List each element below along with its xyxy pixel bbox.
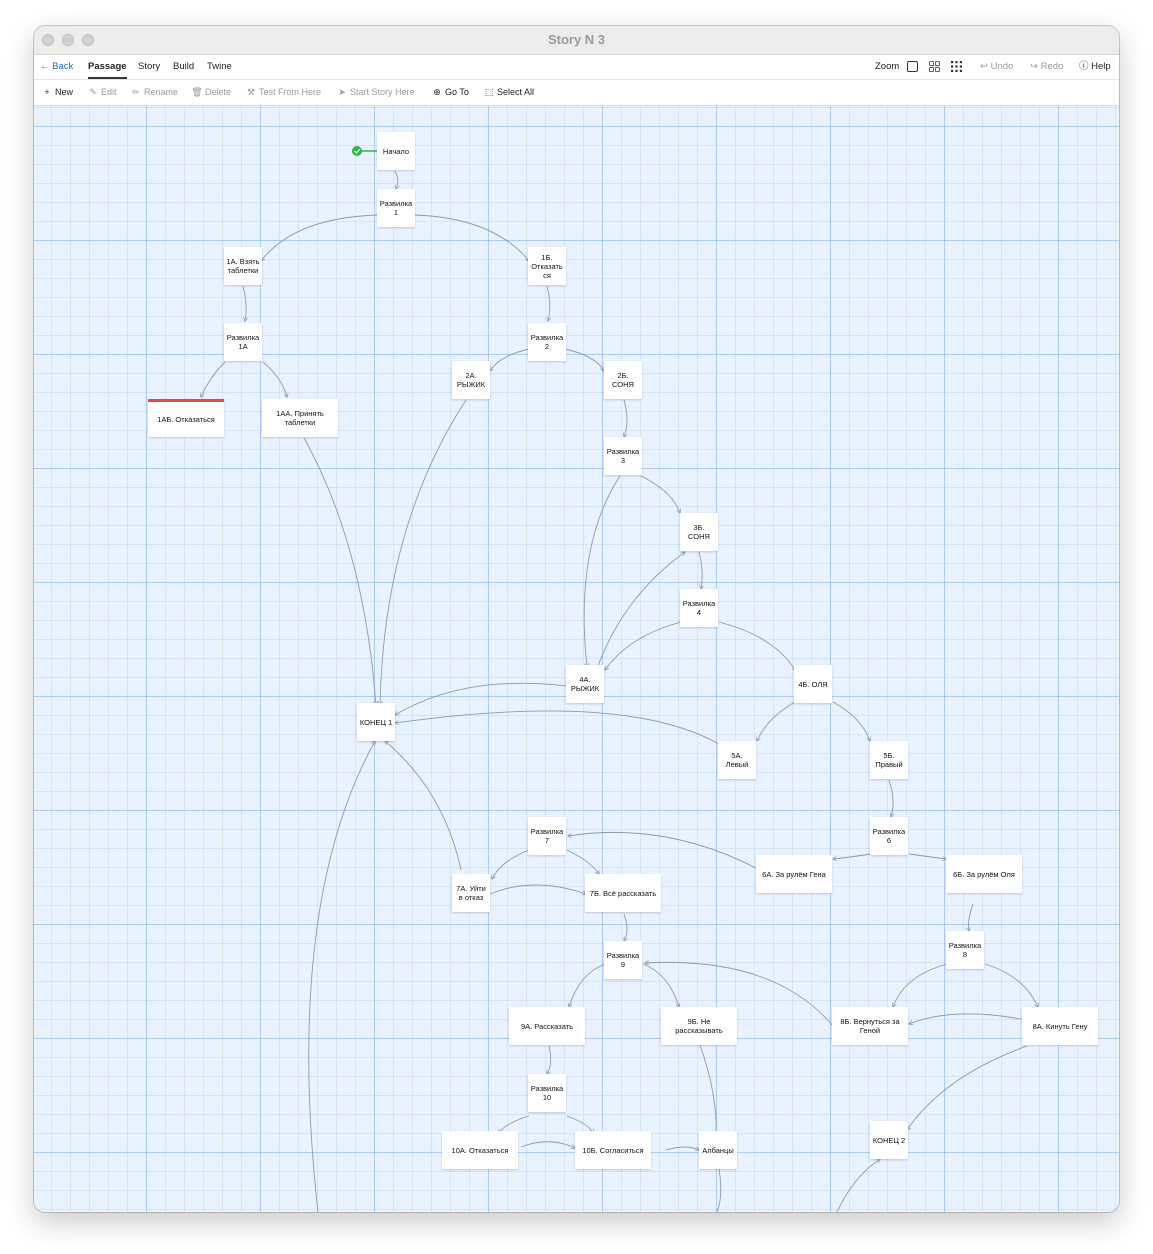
passage-card[interactable]: 9А. Рассказать — [509, 1007, 585, 1045]
zoom-window-button[interactable] — [82, 34, 94, 46]
passage-card[interactable]: 5Б. Правый — [870, 741, 908, 779]
help-button[interactable]: ⓘ Help — [1079, 61, 1111, 72]
target-icon: ⊕ — [433, 87, 441, 97]
passage-card[interactable]: 8Б. Вернуться за Геной — [832, 1007, 908, 1045]
passage-card[interactable]: 7А. Уйти в отказ — [452, 874, 490, 912]
passage-links — [34, 146, 1119, 1212]
zoom-full-icon[interactable] — [907, 61, 918, 72]
passage-card[interactable]: 3Б. СОНЯ — [680, 513, 718, 551]
passage-card[interactable]: Развилка 8 — [946, 931, 984, 969]
redo-button[interactable]: ↪ Redo — [1030, 61, 1064, 72]
select-all-icon: ⬚ — [484, 87, 494, 97]
passage-card[interactable]: 8А. Кинуть Гену — [1022, 1007, 1098, 1045]
passage-card[interactable]: Начало — [377, 132, 415, 170]
edit-button[interactable]: ✎Edit — [87, 80, 116, 105]
passage-card[interactable]: Развилка 3 — [604, 437, 642, 475]
passage-card[interactable]: 9Б. Не рассказывать — [661, 1007, 737, 1045]
delete-button[interactable]: 🗑Delete — [191, 80, 231, 105]
zoom-small-icon[interactable] — [951, 61, 962, 72]
passage-card[interactable]: 4А. РЫЖИК — [566, 665, 604, 703]
passage-toolbar: +New ✎Edit ✏Rename 🗑Delete ⚒Test From He… — [34, 80, 1119, 106]
tool-icon: ⚒ — [246, 87, 256, 97]
title-bar: Story N 3 — [34, 26, 1119, 55]
test-from-here-button[interactable]: ⚒Test From Here — [245, 80, 321, 105]
passage-card-broken[interactable]: 1АБ. Отказаться — [148, 399, 224, 437]
go-to-button[interactable]: ⊕Go To — [431, 80, 469, 105]
minimize-window-button[interactable] — [62, 34, 74, 46]
redo-icon: ↪ — [1030, 61, 1038, 72]
passage-card[interactable]: 2Б. СОНЯ — [604, 361, 642, 399]
passage-card[interactable]: 10А. Отказаться — [442, 1131, 518, 1169]
passage-card[interactable]: 4Б. ОЛЯ — [794, 665, 832, 703]
passage-card[interactable]: 6А. За рулём Гена — [756, 855, 832, 893]
rocket-icon: ➤ — [338, 87, 346, 97]
passage-card[interactable]: 2А. РЫЖИК — [452, 361, 490, 399]
passage-card[interactable]: КОНЕЦ 2 — [870, 1121, 908, 1159]
passage-card[interactable]: 1Б. Отказать ся — [528, 247, 566, 285]
passage-card[interactable]: Развилка 4 — [680, 589, 718, 627]
passage-card[interactable]: КОНЕЦ 1 — [357, 703, 395, 741]
passage-card[interactable]: Развилка 6 — [870, 817, 908, 855]
zoom-medium-icon[interactable] — [929, 61, 940, 72]
passage-card[interactable]: 6Б. За рулём Оля — [946, 855, 1022, 893]
passage-card[interactable]: 1А. Взять таблетки — [224, 247, 262, 285]
zoom-label: Zoom — [875, 61, 900, 72]
rename-button[interactable]: ✏Rename — [130, 80, 178, 105]
trash-icon: 🗑 — [191, 87, 203, 97]
passage-card[interactable]: Развилка 1А — [224, 323, 262, 361]
rename-icon: ✏ — [132, 87, 140, 97]
passage-card[interactable]: Развилка 7 — [528, 817, 566, 855]
tab-twine[interactable]: Twine — [207, 61, 232, 72]
close-window-button[interactable] — [42, 34, 54, 46]
passage-card[interactable]: 5А. Левый — [718, 741, 756, 779]
app-window: Story N 3 ← Back Passage Story Build Twi… — [34, 26, 1119, 1212]
tab-build[interactable]: Build — [173, 61, 195, 72]
arrow-left-icon: ← — [40, 61, 50, 72]
top-menu-bar: ← Back Passage Story Build Twine Zoom ↩ … — [34, 55, 1119, 80]
passage-card[interactable]: 7Б. Всё рассказать — [585, 874, 661, 912]
pencil-icon: ✎ — [89, 87, 97, 97]
back-button[interactable]: ← Back — [40, 61, 74, 72]
plus-icon: + — [44, 87, 50, 97]
check-icon — [354, 148, 361, 154]
tab-passage[interactable]: Passage — [88, 55, 127, 79]
undo-button[interactable]: ↩ Undo — [980, 61, 1014, 72]
undo-icon: ↩ — [980, 61, 988, 72]
passage-card[interactable]: Развилка 10 — [528, 1074, 566, 1112]
start-story-here-button[interactable]: ➤Start Story Here — [336, 80, 414, 105]
passage-card[interactable]: 1АА. Принять таблетки — [262, 399, 338, 437]
select-all-button[interactable]: ⬚Select All — [483, 80, 534, 105]
tab-story[interactable]: Story — [138, 61, 161, 72]
story-map-canvas[interactable]: Начало Развилка 1 1А. Взять таблетки 1Б.… — [34, 106, 1119, 1212]
window-title: Story N 3 — [547, 32, 606, 47]
passage-card[interactable]: Албанцы — [699, 1131, 737, 1169]
new-button[interactable]: +New — [41, 80, 73, 105]
passage-card[interactable]: Развилка 9 — [604, 941, 642, 979]
passage-card[interactable]: Развилка 2 — [528, 323, 566, 361]
start-passage-icon — [352, 146, 362, 156]
passage-card[interactable]: Развилка 1 — [377, 189, 415, 227]
passage-card[interactable]: 10Б. Согласиться — [575, 1131, 651, 1169]
help-icon: ⓘ — [1079, 61, 1089, 72]
